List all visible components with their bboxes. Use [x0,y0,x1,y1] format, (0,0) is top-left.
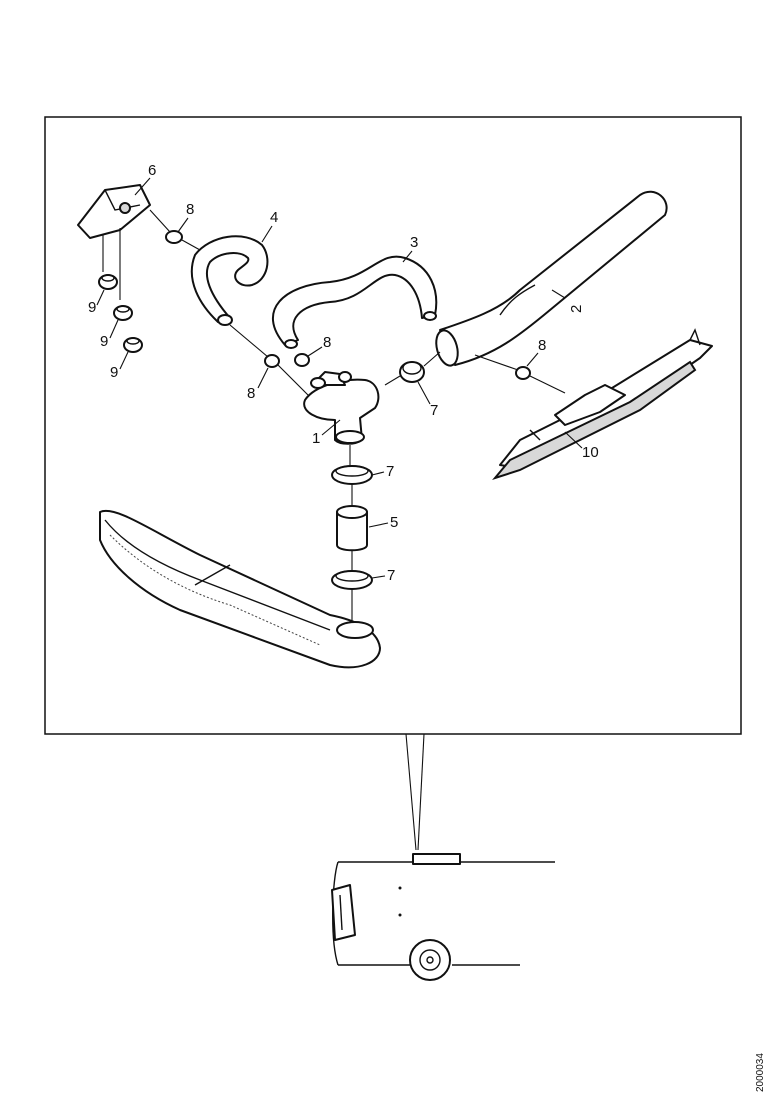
callouts: 6 8 4 3 2 9 9 9 8 8 8 7 1 10 7 5 7 [88,162,599,584]
part-10-upholstery-tool [492,328,713,480]
detail-frame [44,116,742,735]
callout-2: 2 [568,305,585,313]
ring-8b [264,354,280,368]
callout-4: 4 [270,209,278,226]
callout-9a: 9 [88,299,96,316]
grommet-9c [123,337,143,353]
part-4-curved-hose [190,235,269,326]
grommet-9b [113,305,133,321]
part-5-sleeve [336,505,368,552]
callout-7c: 7 [387,567,395,584]
zoom-pointer [405,733,425,851]
grommet-9a [98,274,118,290]
callout-7a: 7 [430,402,438,419]
part-6-bracket [77,184,151,300]
floor-nozzle [99,509,381,669]
callout-9b: 9 [100,333,108,350]
callout-1: 1 [312,430,320,447]
document-id: 2000034 [755,1053,766,1092]
ring-8c [294,353,310,367]
clamp-7c [331,570,373,590]
part-1-y-connector [303,371,380,445]
part-7-clamps [331,361,425,590]
callout-6: 6 [148,162,156,179]
callout-8c: 8 [323,334,331,351]
part-2-wand-tube [435,190,668,367]
clamp-7a [399,361,425,383]
callout-9c: 9 [110,364,118,381]
ring-8d [515,366,531,380]
callout-10: 10 [582,444,599,461]
ring-8a [165,230,183,244]
part-3-hose [272,255,438,349]
assembly-lines [149,209,566,622]
part-9-grommets [98,274,143,353]
callout-3: 3 [410,234,418,251]
clamp-7b [331,465,373,485]
callout-5: 5 [390,514,398,531]
callout-8a: 8 [186,201,194,218]
callout-8b: 8 [247,385,255,402]
callout-7b: 7 [386,463,394,480]
part-8-rings [165,230,531,380]
callout-8d: 8 [538,337,546,354]
machine-overview [331,853,555,981]
